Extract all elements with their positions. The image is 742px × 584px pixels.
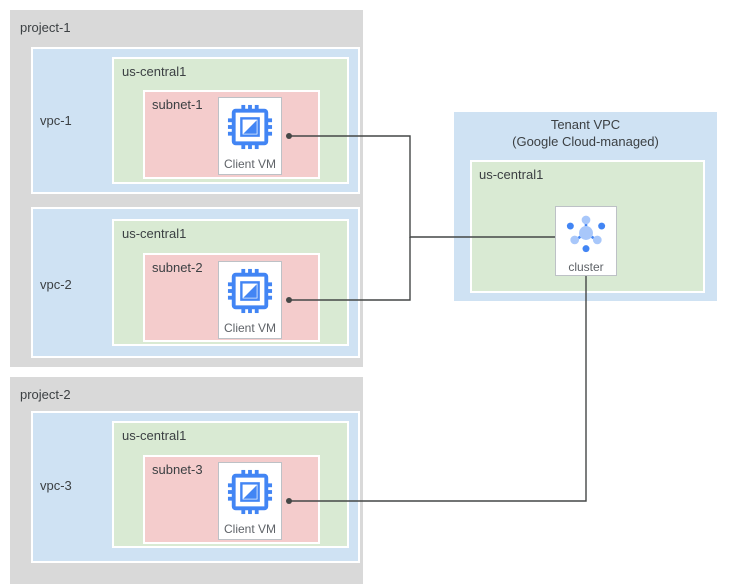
tenant-vpc-title-line1: Tenant VPC [550, 117, 621, 132]
node-tile-client-vm-3[interactable]: Client VM [218, 462, 282, 540]
vpc-label-vpc-3: vpc-3 [40, 478, 72, 493]
project-label-project-1: project-1 [20, 20, 71, 35]
region-label-vpc-3: us-central1 [122, 428, 187, 443]
cpu-chip-icon [227, 104, 273, 155]
node-caption-cluster: cluster [568, 260, 604, 274]
cpu-chip-icon [227, 469, 273, 520]
project-label-project-2: project-2 [20, 387, 71, 402]
region-label-vpc-2: us-central1 [122, 226, 187, 241]
subnet-label-subnet-2: subnet-2 [152, 260, 203, 275]
node-caption-client-vm-1: Client VM [223, 157, 276, 171]
node-tile-client-vm-1[interactable]: Client VM [218, 97, 282, 175]
tenant-vpc-title-line2: (Google Cloud-managed) [512, 134, 659, 149]
subnet-label-subnet-1: subnet-1 [152, 97, 203, 112]
node-caption-client-vm-2: Client VM [223, 321, 276, 335]
node-tile-client-vm-2[interactable]: Client VM [218, 261, 282, 339]
node-tile-cluster[interactable]: cluster [555, 206, 617, 276]
region-label-tenant: us-central1 [479, 167, 544, 182]
region-label-vpc-1: us-central1 [122, 64, 187, 79]
vpc-label-vpc-1: vpc-1 [40, 113, 72, 128]
node-caption-client-vm-3: Client VM [223, 522, 276, 536]
subnet-label-subnet-3: subnet-3 [152, 462, 203, 477]
vpc-label-vpc-2: vpc-2 [40, 277, 72, 292]
cluster-node-graph-icon [565, 213, 607, 258]
cpu-chip-icon [227, 268, 273, 319]
